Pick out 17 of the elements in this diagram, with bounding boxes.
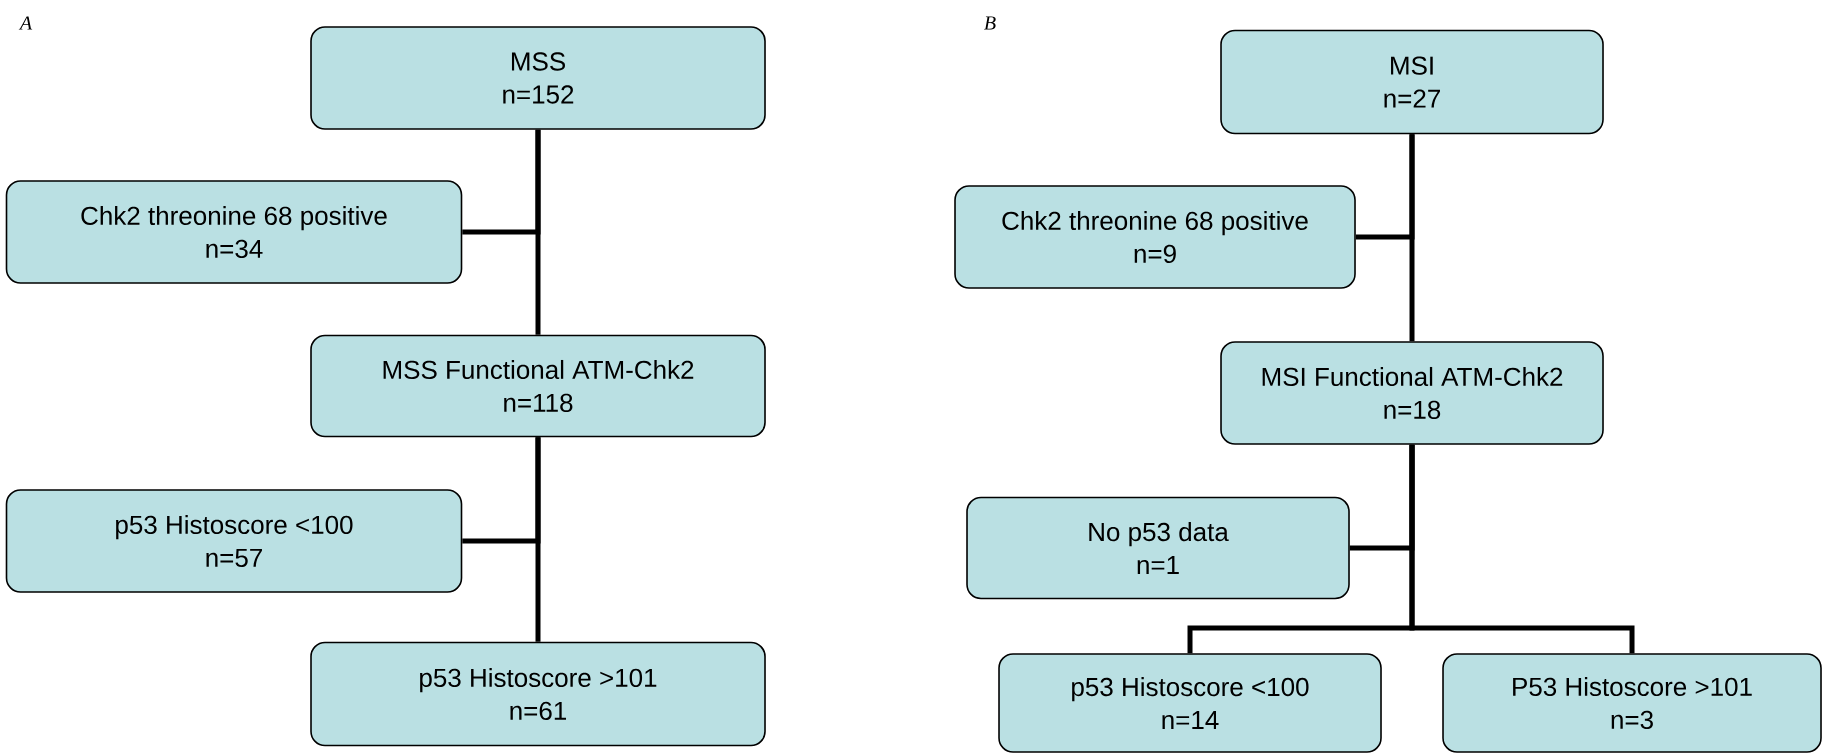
flow-box: p53 Histoscore <100 n=14 (998, 653, 1382, 753)
panel-letter: B (984, 16, 996, 30)
flow-box: No p53 data n=1 (966, 496, 1350, 600)
connector-line (535, 437, 541, 642)
connector-line (1409, 444, 1635, 654)
connector-line (1409, 134, 1415, 342)
flow-box: p53 Histoscore >101 n=61 (310, 641, 766, 747)
flow-box: Chk2 threonine 68 positive n=34 (5, 180, 463, 284)
flow-box: p53 Histoscore <100 n=57 (5, 489, 463, 593)
flow-box: MSI Functional ATM-Chk2 n=18 (1220, 341, 1604, 445)
flow-box: MSS Functional ATM-Chk2 n=118 (310, 334, 766, 438)
flow-box: P53 Histoscore >101 n=3 (1442, 653, 1822, 753)
panel-letter: A (18, 16, 33, 30)
flow-box: MSI n=27 (1220, 29, 1604, 135)
connector-line (535, 129, 541, 335)
flow-box: Chk2 threonine 68 positive n=9 (954, 185, 1356, 289)
flow-box: MSS n=152 (310, 26, 766, 130)
